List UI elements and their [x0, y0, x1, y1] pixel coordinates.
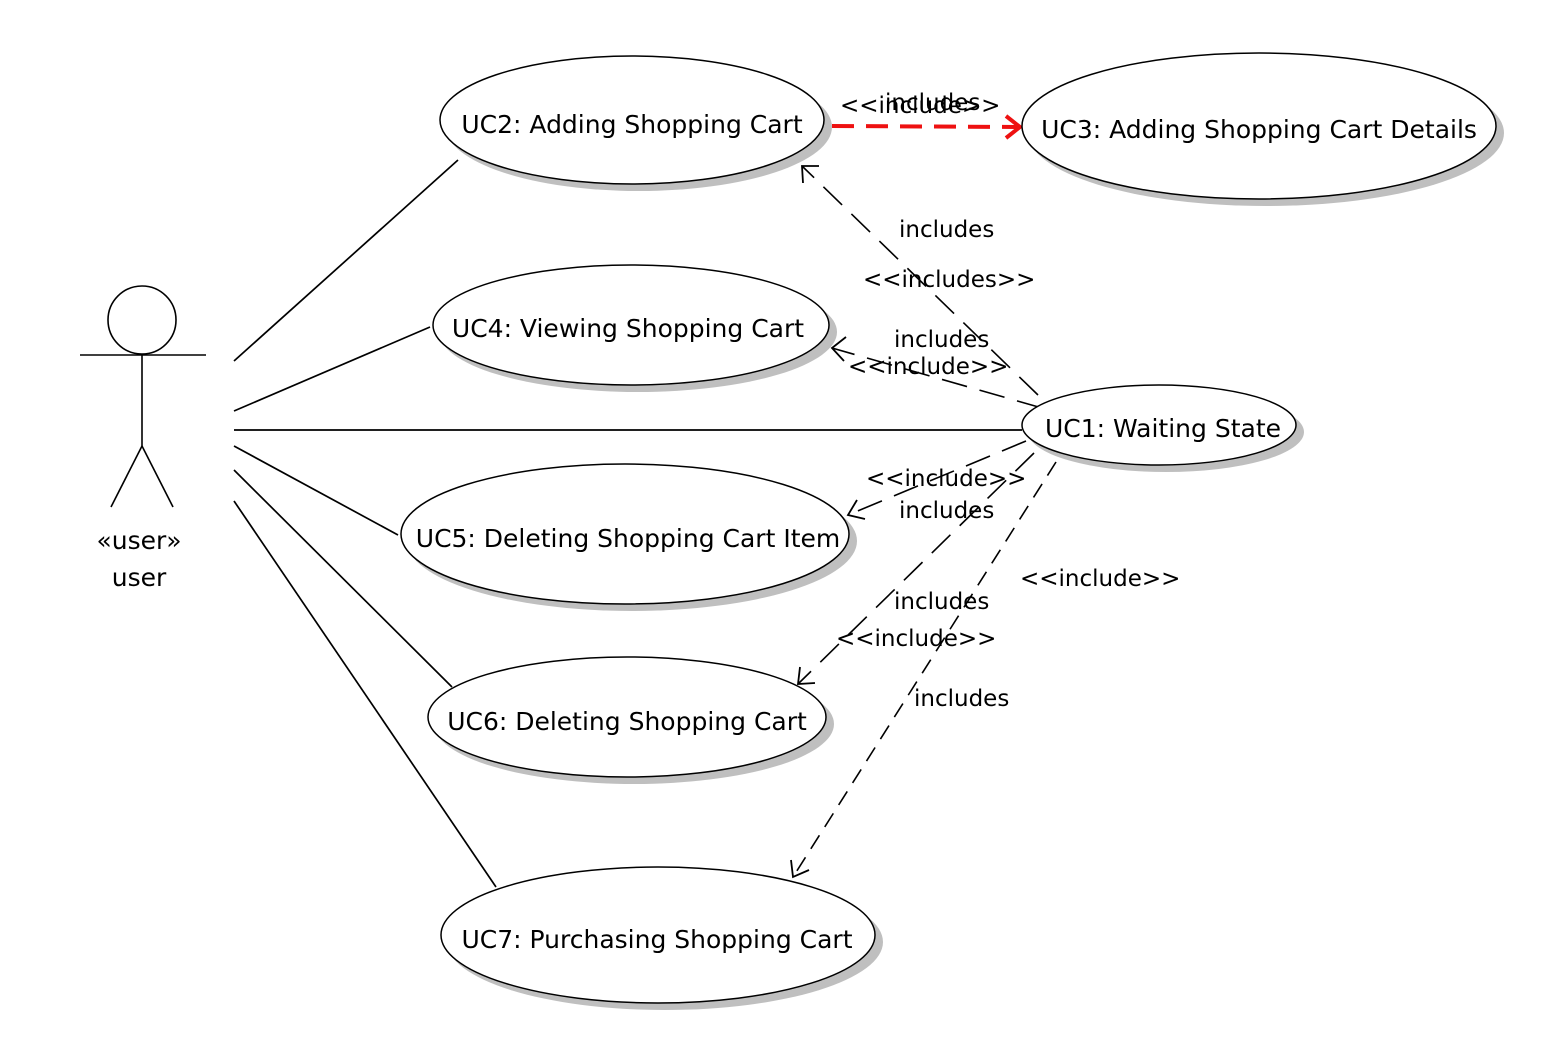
- actor-right-leg: [141, 445, 174, 508]
- arrowhead-uc2: [801, 165, 819, 184]
- label-uc1-uc4-a: includes: [894, 327, 989, 353]
- actor-user[interactable]: «user» user: [80, 285, 206, 592]
- dependencies: [790, 114, 1057, 879]
- association-uc5[interactable]: [233, 445, 399, 536]
- use-case-uc6[interactable]: UC6: Deleting Shopping Cart: [427, 656, 834, 784]
- use-case-uc1[interactable]: UC1: Waiting State: [1021, 384, 1304, 472]
- use-case-uc4[interactable]: UC4: Viewing Shopping Cart: [432, 264, 837, 392]
- use-case-uc2[interactable]: UC2: Adding Shopping Cart: [439, 55, 832, 191]
- use-case-uc7[interactable]: UC7: Purchasing Shopping Cart: [440, 866, 883, 1010]
- dependency-uc1-uc2[interactable]: [801, 165, 1039, 396]
- actor-name: user: [112, 563, 167, 592]
- actor-left-leg: [110, 445, 143, 508]
- label-uc2-uc3-b: includes: [885, 90, 980, 116]
- label-uc2-uc3-a: <<include>>: [840, 93, 1000, 119]
- actor-stereotype: «user»: [96, 526, 181, 555]
- dependency-uc1-uc6[interactable]: [797, 452, 1035, 685]
- arrowhead-uc7: [790, 859, 810, 879]
- arrowhead-uc3: [1004, 114, 1024, 140]
- label-uc1-uc6-b: <<include>>: [836, 626, 996, 652]
- dependency-labels: <<include>> includes includes <<includes…: [836, 90, 1180, 712]
- use-case-ellipse: [432, 264, 830, 386]
- use-case-label: UC2: Adding Shopping Cart: [461, 110, 802, 139]
- arrowhead-uc4: [830, 336, 847, 362]
- use-case-label: UC3: Adding Shopping Cart Details: [1041, 115, 1477, 144]
- label-uc1-uc6-a: includes: [894, 589, 989, 615]
- use-case-label: UC1: Waiting State: [1045, 414, 1281, 443]
- use-case-ellipse: [427, 656, 827, 778]
- association-uc7[interactable]: [233, 500, 497, 888]
- use-case-ellipse: [1021, 52, 1497, 200]
- actor-head: [107, 285, 177, 355]
- associations: [233, 159, 1022, 888]
- arrowhead-uc5: [846, 499, 866, 520]
- association-uc2[interactable]: [233, 159, 459, 362]
- label-uc1-uc2-b: <<includes>>: [863, 267, 1035, 293]
- label-uc1-uc5-b: includes: [899, 498, 994, 524]
- use-case-uc3[interactable]: UC3: Adding Shopping Cart Details: [1021, 52, 1504, 206]
- association-uc4[interactable]: [233, 326, 431, 412]
- label-uc1-uc7-a: <<include>>: [1020, 566, 1180, 592]
- use-case-ellipse: [1021, 384, 1297, 466]
- label-uc1-uc4-b: <<include>>: [848, 354, 1008, 380]
- use-case-label: UC6: Deleting Shopping Cart: [447, 707, 807, 736]
- label-uc1-uc5-a: <<include>>: [866, 466, 1026, 492]
- use-case-label: UC4: Viewing Shopping Cart: [452, 314, 804, 343]
- dependency-uc2-uc3[interactable]: [831, 124, 1019, 129]
- arrowhead-uc6: [796, 666, 816, 685]
- use-case-uc5[interactable]: UC5: Deleting Shopping Cart Item: [400, 463, 857, 611]
- label-uc1-uc2-a: includes: [899, 217, 994, 243]
- use-case-label: UC7: Purchasing Shopping Cart: [462, 925, 853, 954]
- dependency-uc1-uc7[interactable]: [792, 461, 1057, 878]
- dependency-uc1-uc5[interactable]: [847, 440, 1027, 516]
- association-uc6[interactable]: [233, 469, 453, 688]
- use-case-ellipse: [400, 463, 850, 605]
- use-case-ellipse: [440, 866, 876, 1004]
- use-case-label: UC5: Deleting Shopping Cart Item: [416, 524, 840, 553]
- use-case-ellipse: [439, 55, 825, 185]
- label-uc1-uc7-b: includes: [914, 686, 1009, 712]
